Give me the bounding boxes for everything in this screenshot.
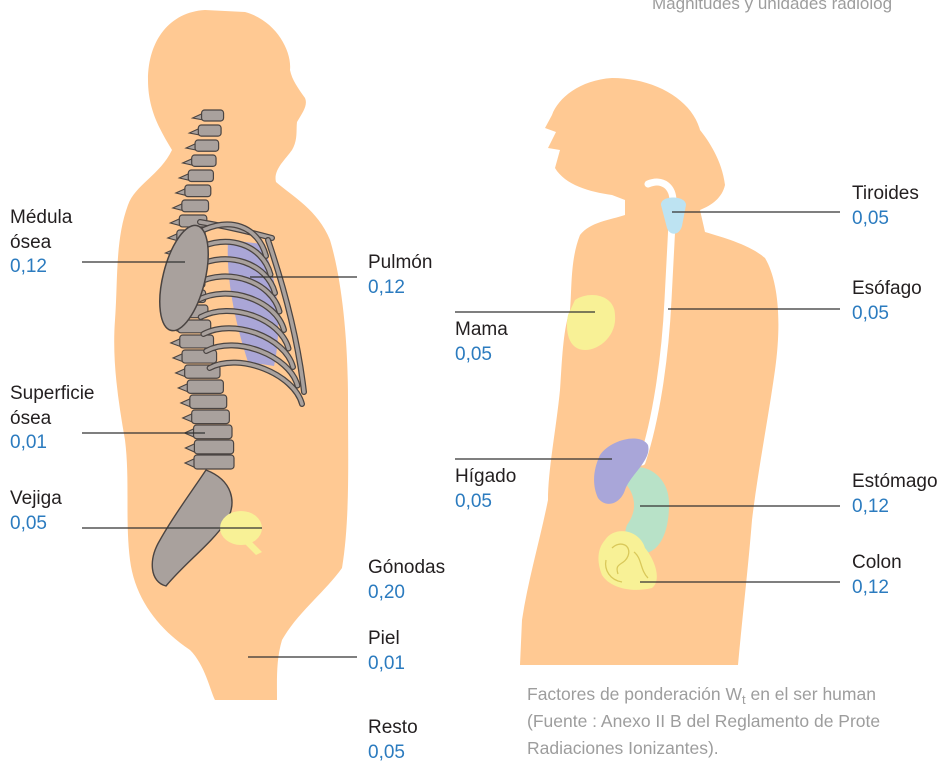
vertebra	[202, 110, 224, 121]
vertebra	[194, 425, 232, 439]
vertebra	[194, 455, 234, 469]
vertebra	[192, 155, 216, 166]
organ-name: Resto	[368, 716, 418, 741]
organ-name: Superficie	[10, 382, 95, 407]
label-resto: Resto 0,05	[368, 716, 418, 765]
vertebra	[188, 170, 213, 182]
label-pulmon: Pulmón 0,12	[368, 251, 432, 300]
vertebra	[194, 440, 233, 454]
organ-name: Vejiga	[10, 487, 62, 512]
weighting-factor-value: 0,12	[852, 576, 902, 601]
label-superficie-osea: Superficie ósea 0,01	[10, 382, 95, 456]
vertebra	[180, 335, 214, 348]
male-body-silhouette	[114, 10, 348, 700]
organ-name: Piel	[368, 627, 405, 652]
organ-name-line2: ósea	[10, 407, 95, 432]
caption-text: Factores de ponderación W	[527, 684, 742, 704]
caption-line-1: Factores de ponderación Wt en el ser hum…	[527, 681, 948, 708]
label-esofago: Esófago 0,05	[852, 277, 922, 326]
organ-name: Colon	[852, 551, 902, 576]
weighting-factor-value: 0,01	[368, 652, 405, 677]
vertebra	[195, 140, 219, 151]
label-tiroides: Tiroides 0,05	[852, 182, 919, 231]
vertebra	[182, 350, 217, 363]
organ-name: Tiroides	[852, 182, 919, 207]
organ-name: Pulmón	[368, 251, 432, 276]
organ-name-line2: ósea	[10, 231, 72, 256]
weighting-factor-value: 0,01	[10, 431, 95, 456]
organ-name: Médula	[10, 206, 72, 231]
weighting-factor-value: 0,20	[368, 581, 445, 606]
organ-name: Esófago	[852, 277, 922, 302]
vertebra	[185, 185, 211, 197]
vertebra	[190, 395, 227, 408]
caption-text: en el ser human	[746, 684, 876, 704]
label-mama: Mama 0,05	[455, 318, 508, 367]
label-medula-osea: Médula ósea 0,12	[10, 206, 72, 280]
vertebra	[182, 200, 209, 212]
organ-name: Hígado	[455, 465, 516, 490]
vertebra	[187, 380, 223, 393]
figure-caption: Factores de ponderación Wt en el ser hum…	[527, 681, 948, 762]
vertebra	[192, 410, 230, 424]
weighting-factor-value: 0,05	[852, 302, 922, 327]
vertebra	[198, 125, 221, 136]
weighting-factor-value: 0,05	[368, 741, 418, 766]
label-colon: Colon 0,12	[852, 551, 902, 600]
organ-name: Estómago	[852, 470, 938, 495]
weighting-factor-value: 0,05	[455, 343, 508, 368]
caption-line-3: Radiaciones Ionizantes).	[527, 735, 948, 762]
weighting-factor-value: 0,12	[852, 495, 938, 520]
weighting-factor-value: 0,05	[455, 490, 516, 515]
organ-name: Gónodas	[368, 556, 445, 581]
organ-name: Mama	[455, 318, 508, 343]
label-piel: Piel 0,01	[368, 627, 405, 676]
weighting-factor-value: 0,05	[10, 512, 62, 537]
label-gonodas: Gónodas 0,20	[368, 556, 445, 605]
label-higado: Hígado 0,05	[455, 465, 516, 514]
running-header-title: Magnitudes y unidades radiológ	[652, 0, 948, 14]
label-vejiga: Vejiga 0,05	[10, 487, 62, 536]
caption-line-2: (Fuente : Anexo II B del Reglamento de P…	[527, 708, 948, 735]
weighting-factor-value: 0,05	[852, 207, 919, 232]
weighting-factor-value: 0,12	[368, 276, 432, 301]
label-estomago: Estómago 0,12	[852, 470, 938, 519]
weighting-factor-value: 0,12	[10, 255, 72, 280]
